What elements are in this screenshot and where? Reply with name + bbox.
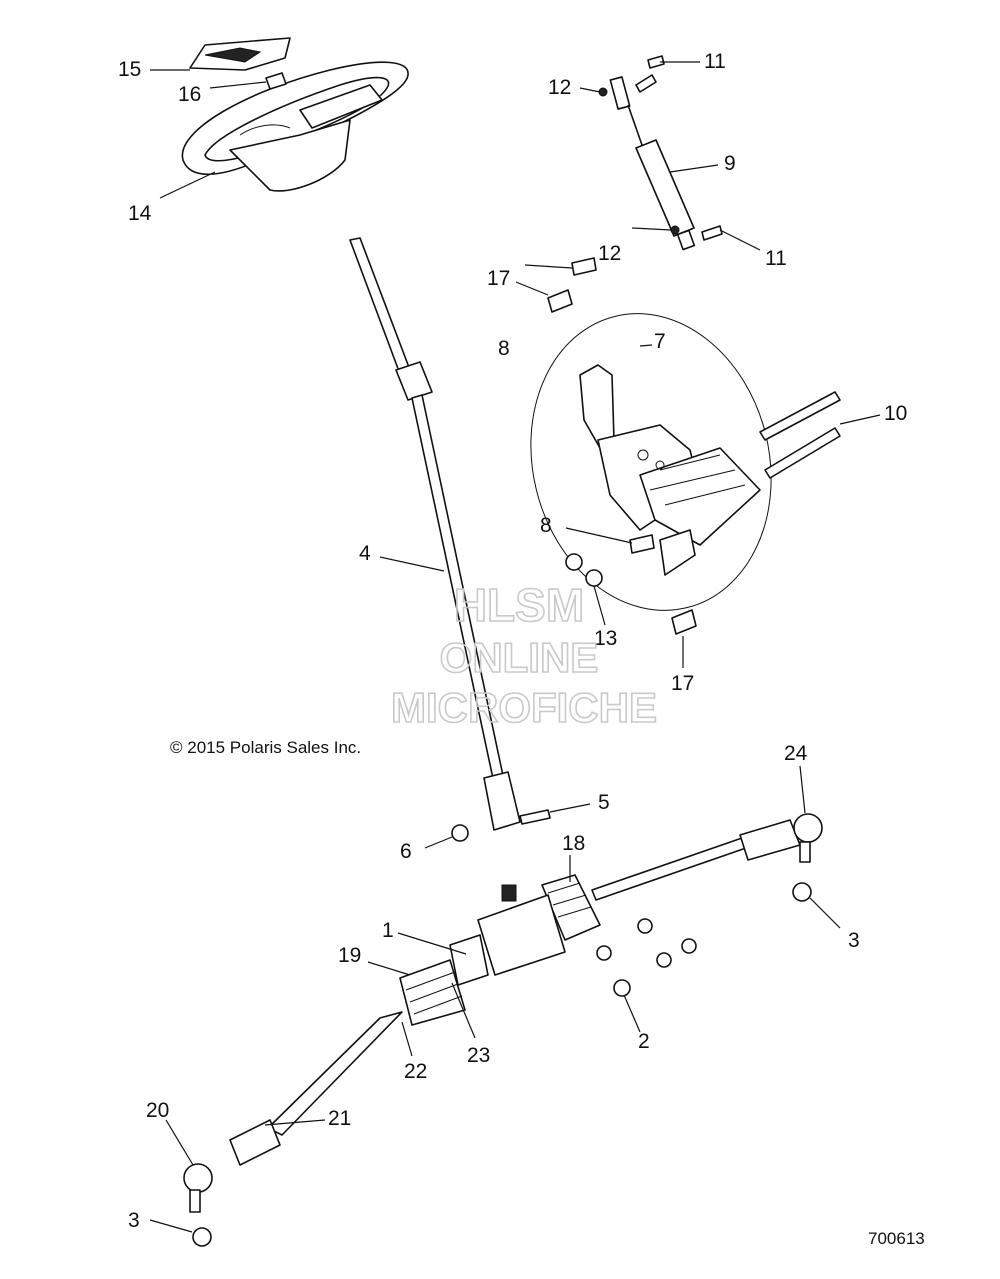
watermark-line3: MICROFICHE [391,684,657,731]
callout-6: 6 [400,840,412,863]
drawing-number: 700613 [868,1229,925,1248]
tie-rod-nut-left [192,1227,212,1247]
callout-23: 23 [467,1044,490,1067]
tilt-bracket [579,364,761,576]
callout-12-upper: 12 [548,76,571,99]
rack-nuts [596,918,697,997]
bushing-upper [571,257,597,276]
callout-20: 20 [146,1099,169,1122]
bushing-lower [629,534,655,554]
callout-13: 13 [594,627,617,650]
bolt-lower [701,225,723,241]
steering-wheel [181,61,409,192]
callout-2: 2 [638,1030,650,1053]
callout-1: 1 [382,919,394,942]
tie-rod-nut-right [792,882,812,902]
shaft-bolt [519,809,551,825]
pivot-bolts [759,391,841,479]
callout-7: 7 [654,330,666,353]
callout-5: 5 [598,791,610,814]
leader-lines [149,61,881,1233]
callout-11-lower: 11 [765,247,787,270]
callout-3-right: 3 [848,929,860,952]
callout-8-upper: 8 [498,337,510,360]
bushing-top [547,289,573,313]
callout-labels: 15 16 14 11 12 9 11 12 17 8 7 10 8 4 13 … [118,50,907,1232]
gas-strut [609,76,696,251]
steering-rack [183,813,823,1213]
bushing-bottom [671,609,697,635]
watermark-line1: HLSM [454,579,584,631]
callout-19: 19 [338,944,361,967]
watermark: HLSM ONLINE MICROFICHE [390,578,658,732]
callout-9: 9 [724,152,736,175]
steering-shaft [349,237,521,831]
shaft-nut [451,824,469,842]
bolt-upper [635,55,665,93]
callout-3-left: 3 [128,1209,140,1232]
callout-12-lower: 12 [598,242,621,265]
callout-14: 14 [128,202,152,225]
callout-15: 15 [118,58,141,81]
callout-4: 4 [359,542,371,565]
nut-lower [670,225,680,235]
nut-upper [598,87,608,97]
callout-11-upper: 11 [704,50,726,73]
copyright-notice: © 2015 Polaris Sales Inc. [170,738,361,757]
steering-wheel-cover [189,37,291,71]
callout-8-lower: 8 [540,514,552,537]
callout-18: 18 [562,832,585,855]
steering-wheel-plug [265,72,287,90]
callout-16: 16 [178,83,201,106]
callout-10: 10 [884,402,907,425]
callout-21: 21 [328,1107,351,1130]
callout-17-lower: 17 [671,672,694,695]
callout-17-upper: 17 [487,267,510,290]
callout-22: 22 [404,1060,427,1083]
watermark-line2: ONLINE [440,634,599,681]
callout-24: 24 [784,742,808,765]
